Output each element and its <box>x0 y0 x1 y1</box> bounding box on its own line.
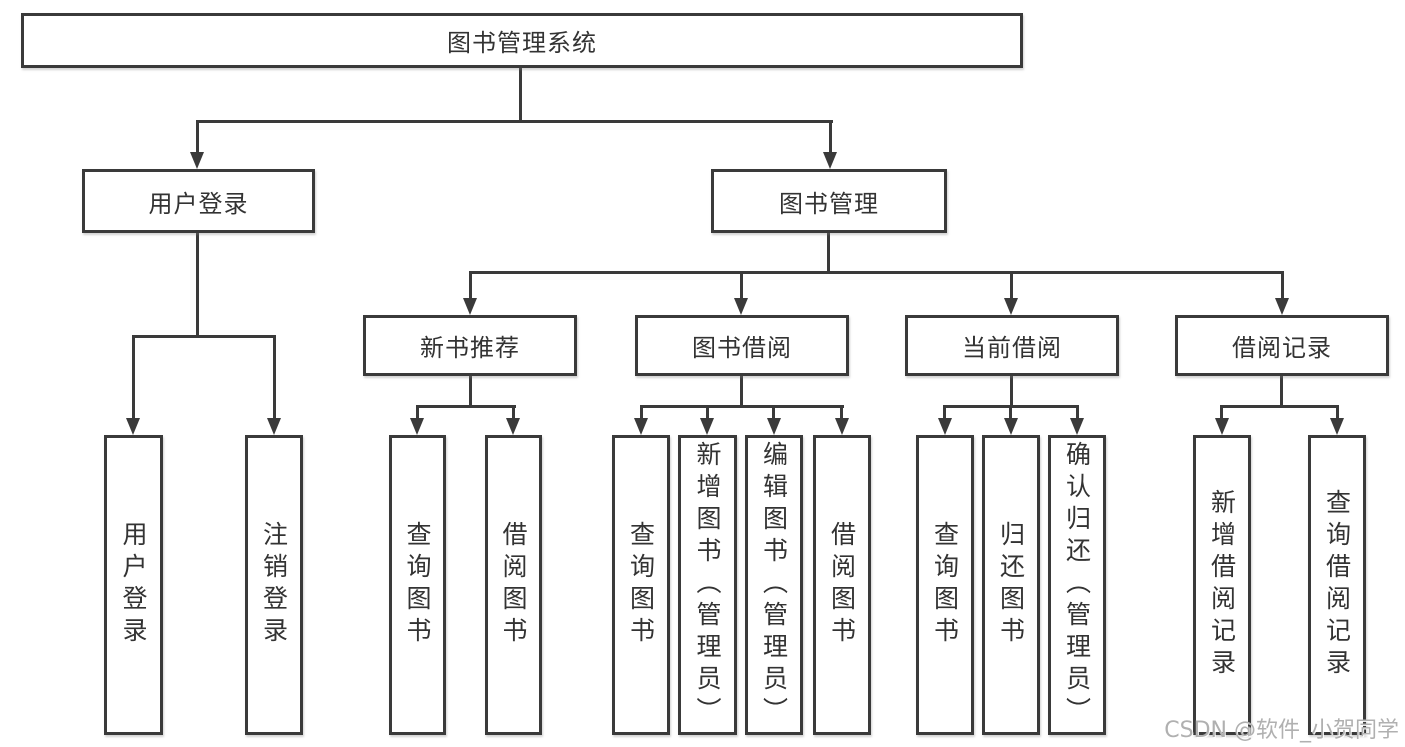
connector-line <box>1076 405 1079 419</box>
leaf-label: 查询图书 <box>403 521 432 649</box>
node-current-borrow: 当前借阅 <box>905 315 1119 376</box>
arrow-down-icon <box>410 418 424 435</box>
arrow-down-icon <box>1070 418 1084 435</box>
leaf-label: 查询图书 <box>930 521 960 649</box>
connector-line <box>469 271 472 299</box>
leaf-query-book-1: 查询图书 <box>389 435 446 735</box>
arrow-down-icon <box>1004 418 1018 435</box>
connector-line <box>1220 405 1339 408</box>
leaf-label: 新增借阅记录 <box>1207 489 1237 681</box>
leaf-label: 新增图书（管理员） <box>693 441 722 729</box>
connector-line <box>1009 405 1012 419</box>
connector-line <box>416 405 516 408</box>
leaf-borrow-book-2: 借阅图书 <box>813 435 871 735</box>
connector-line <box>640 405 844 408</box>
arrow-down-icon <box>126 418 140 435</box>
leaf-confirm-return-admin: 确认归还（管理员） <box>1048 435 1106 735</box>
node-user-login: 用户登录 <box>82 169 315 233</box>
connector-line <box>706 405 709 419</box>
leaf-add-book-admin: 新增图书（管理员） <box>678 435 737 735</box>
leaf-label: 编辑图书（管理员） <box>759 441 789 729</box>
leaf-label: 借阅图书 <box>827 521 857 649</box>
arrow-down-icon <box>267 418 281 435</box>
node-label: 当前借阅 <box>962 334 1062 362</box>
node-book-borrow: 图书借阅 <box>635 315 849 376</box>
leaf-add-borrow-record: 新增借阅记录 <box>1193 435 1251 735</box>
leaf-query-book-3: 查询图书 <box>916 435 974 735</box>
arrow-down-icon <box>734 298 748 315</box>
arrow-down-icon <box>1004 298 1018 315</box>
arrow-down-icon <box>835 418 849 435</box>
connector-line <box>1281 271 1284 299</box>
leaf-borrow-book-1: 借阅图书 <box>485 435 542 735</box>
connector-line <box>196 233 199 338</box>
connector-line <box>772 405 775 419</box>
connector-line <box>1010 376 1013 408</box>
node-label: 借阅记录 <box>1232 334 1332 362</box>
leaf-edit-book-admin: 编辑图书（管理员） <box>745 435 803 735</box>
leaf-label: 借阅图书 <box>499 521 528 649</box>
node-label: 图书借阅 <box>692 334 792 362</box>
node-label: 新书推荐 <box>420 334 520 362</box>
arrow-down-icon <box>938 418 952 435</box>
connector-line <box>132 335 276 338</box>
connector-line <box>512 405 515 419</box>
connector-line <box>469 376 472 408</box>
leaf-user-login: 用户登录 <box>104 435 163 735</box>
connector-line <box>829 120 832 154</box>
node-new-book-recommend: 新书推荐 <box>363 315 577 376</box>
connector-line <box>1336 405 1339 419</box>
leaf-return-book: 归还图书 <box>982 435 1040 735</box>
arrow-down-icon <box>1215 418 1229 435</box>
leaf-label: 确认归还（管理员） <box>1062 441 1092 729</box>
leaf-label: 查询图书 <box>626 521 656 649</box>
connector-line <box>1010 271 1013 299</box>
connector-line <box>273 335 276 419</box>
leaf-query-book-2: 查询图书 <box>612 435 670 735</box>
csdn-watermark: CSDN @软件_小贺同学 <box>1164 718 1399 743</box>
arrow-down-icon <box>634 418 648 435</box>
leaf-logout: 注销登录 <box>245 435 303 735</box>
leaf-query-borrow-record: 查询借阅记录 <box>1308 435 1366 735</box>
connector-line <box>1220 405 1223 419</box>
arrow-down-icon <box>463 298 477 315</box>
node-root: 图书管理系统 <box>21 13 1023 68</box>
connector-line <box>1280 376 1283 408</box>
leaf-label: 归还图书 <box>996 521 1026 649</box>
arrow-down-icon <box>1275 298 1289 315</box>
arrow-down-icon <box>506 418 520 435</box>
leaf-label: 查询借阅记录 <box>1322 489 1352 681</box>
connector-line <box>840 405 843 419</box>
arrow-down-icon <box>823 152 837 169</box>
arrow-down-icon <box>190 152 204 169</box>
connector-line <box>416 405 419 419</box>
connector-line <box>740 271 743 299</box>
connector-line <box>827 233 830 273</box>
connector-line <box>519 66 522 122</box>
connector-line <box>132 335 135 419</box>
node-label: 图书管理系统 <box>447 29 597 57</box>
connector-line <box>469 271 1283 274</box>
arrow-down-icon <box>767 418 781 435</box>
arrow-down-icon <box>1330 418 1344 435</box>
arrow-down-icon <box>700 418 714 435</box>
leaf-label: 注销登录 <box>259 521 289 649</box>
connector-line <box>196 120 833 123</box>
connector-line <box>740 376 743 408</box>
connector-line <box>943 405 946 419</box>
node-borrow-record: 借阅记录 <box>1175 315 1389 376</box>
connector-line <box>196 120 199 154</box>
node-label: 图书管理 <box>779 189 879 218</box>
node-book-management: 图书管理 <box>711 169 947 233</box>
connector-line <box>640 405 643 419</box>
node-label: 用户登录 <box>148 189 249 218</box>
leaf-label: 用户登录 <box>119 521 148 649</box>
